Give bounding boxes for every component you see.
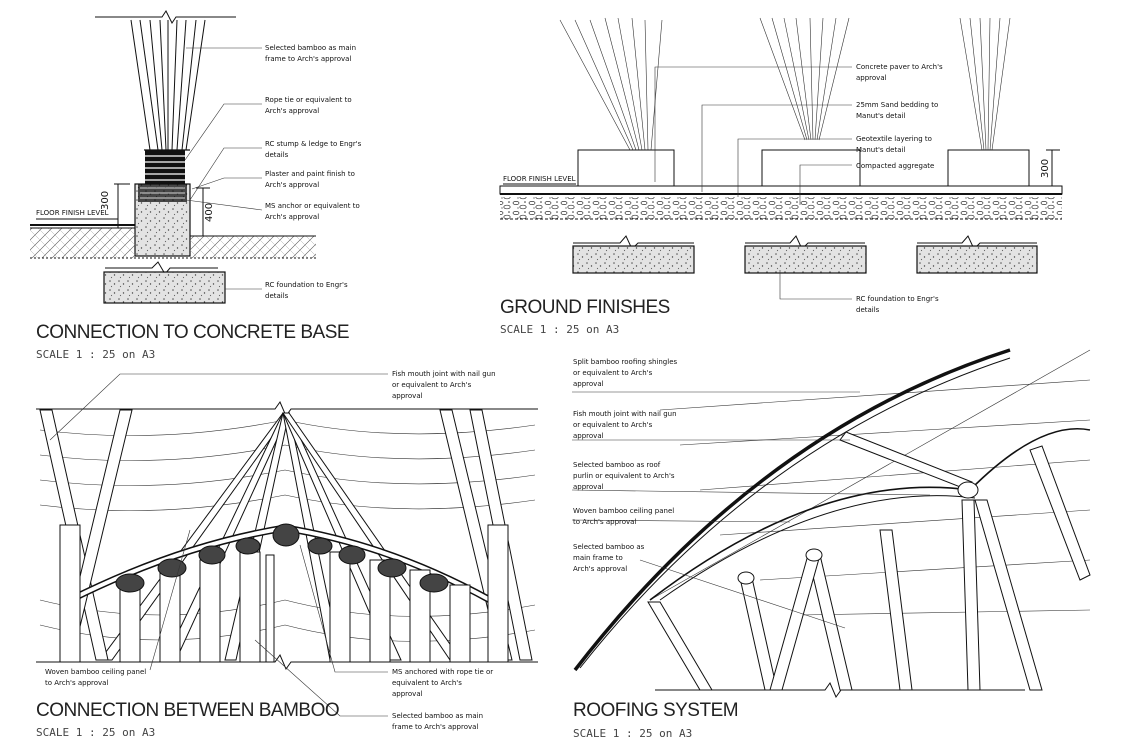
- dim-300-label-2: 300: [1040, 159, 1051, 178]
- panel-title-bamboo-connection: CONNECTION BETWEEN BAMBOO: [36, 700, 339, 721]
- roof-shingle-lines: [649, 349, 1091, 616]
- dim-300-label: 300: [100, 191, 111, 210]
- bamboo-culms: [130, 19, 206, 151]
- roof-frame: [647, 431, 1091, 691]
- dim-400-label: 400: [204, 203, 215, 222]
- bamboo-fans: [559, 17, 1011, 151]
- panel-scale-roofing: SCALE 1 : 25 on A3: [573, 727, 692, 740]
- panel-ground-finishes: FLOOR FINISH LEVEL 300 Concrete paver to…: [499, 17, 1063, 336]
- floor-level-label: FLOOR FINISH LEVEL: [36, 209, 109, 217]
- aggregate-layer: [500, 197, 1062, 219]
- floor-level-label-2: FLOOR FINISH LEVEL: [503, 175, 576, 183]
- panel-scale-concrete-base: SCALE 1 : 25 on A3: [36, 348, 155, 361]
- panel-title-concrete-base: CONNECTION TO CONCRETE BASE: [36, 322, 349, 343]
- panel-title-roofing: ROOFING SYSTEM: [573, 700, 738, 721]
- svg-text:Compacted aggregate: Compacted aggregate: [856, 162, 934, 170]
- panel-concrete-base: FLOOR FINISH LEVEL 300 400 Selected bamb…: [30, 10, 362, 361]
- rope-tie: [145, 150, 185, 184]
- rc-foundation: [103, 271, 226, 304]
- panel-title-ground-finishes: GROUND FINISHES: [500, 297, 670, 318]
- rope-tie-joints: [115, 523, 449, 593]
- paver-layer: [499, 185, 1063, 195]
- panel-scale-bamboo-connection: SCALE 1 : 25 on A3: [36, 726, 155, 739]
- panel-scale-ground-finishes: SCALE 1 : 25 on A3: [500, 323, 619, 336]
